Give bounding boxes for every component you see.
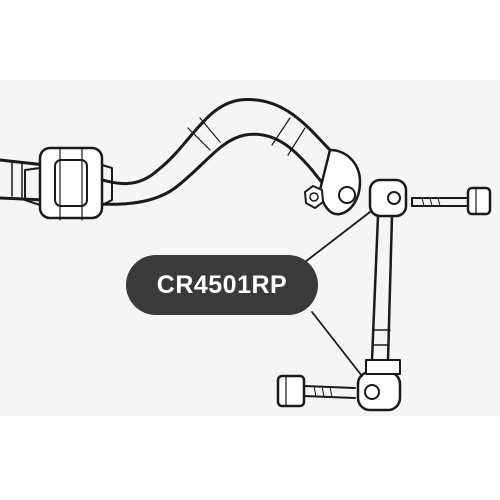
leader-lines [304, 211, 371, 377]
bar-bushing [24, 146, 113, 221]
stabilizer-link [356, 178, 408, 412]
upper-bolt [411, 186, 492, 216]
bar-end-eye [318, 148, 362, 216]
nut [304, 185, 324, 209]
parts-diagram [0, 80, 500, 416]
part-number-label: CR4501RP [126, 255, 318, 315]
stabilizer-link-diagram-svg [0, 98, 492, 412]
lower-bolt [276, 374, 356, 408]
